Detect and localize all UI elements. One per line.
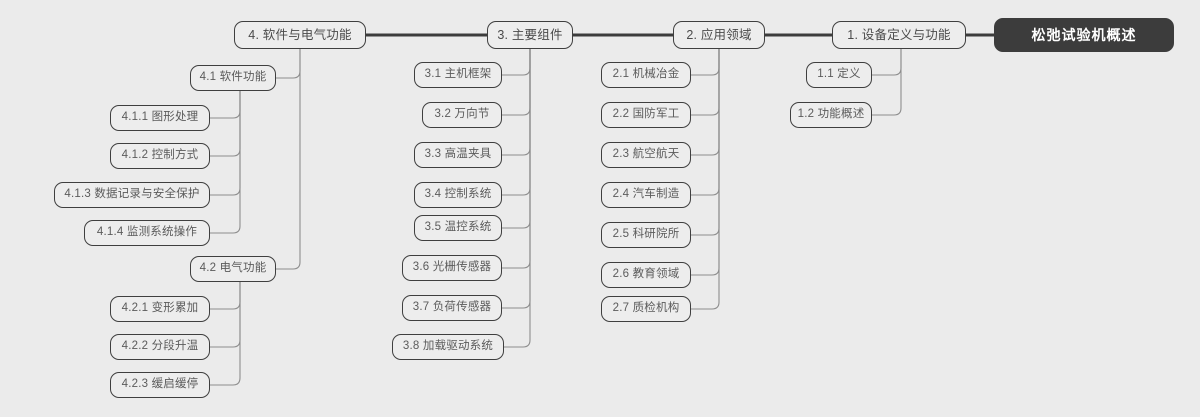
node-3-2[interactable]: 3.2 万向节 [422,102,502,128]
link-3-to-3-3 [502,49,531,156]
link-3-to-3-4 [502,49,531,196]
branch-node-3[interactable]: 3. 主要组件 [487,21,573,49]
link-4-1-to-4-1-1 [210,91,241,119]
branch-node-4[interactable]: 4. 软件与电气功能 [234,21,366,49]
node-4-1-1[interactable]: 4.1.1 图形处理 [110,105,210,131]
link-2-to-2-7 [691,49,720,310]
node-1-1[interactable]: 1.1 定义 [806,62,872,88]
node-3-6[interactable]: 3.6 光栅传感器 [402,255,502,281]
link-4-1-to-4-1-3 [210,91,241,196]
node-3-8[interactable]: 3.8 加载驱动系统 [392,334,504,360]
link-4-to-4-2 [276,49,301,270]
link-3-to-3-7 [502,49,531,309]
link-1-to-1-2 [872,49,902,116]
link-4-2-to-4-2-3 [210,282,241,386]
node-3-3[interactable]: 3.3 高温夹具 [414,142,502,168]
node-3-4[interactable]: 3.4 控制系统 [414,182,502,208]
node-3-5[interactable]: 3.5 温控系统 [414,215,502,241]
link-2-to-2-2 [691,49,720,116]
link-2-to-2-3 [691,49,720,156]
link-2-to-2-5 [691,49,720,236]
link-3-to-3-5 [502,49,531,229]
link-1-to-1-1 [872,49,902,76]
node-4-1-2[interactable]: 4.1.2 控制方式 [110,143,210,169]
link-3-to-3-6 [502,49,531,269]
node-2-1[interactable]: 2.1 机械冶金 [601,62,691,88]
node-4-1[interactable]: 4.1 软件功能 [190,65,276,91]
node-4-2-1[interactable]: 4.2.1 变形累加 [110,296,210,322]
link-2-to-2-4 [691,49,720,196]
link-3-to-3-2 [502,49,531,116]
node-2-5[interactable]: 2.5 科研院所 [601,222,691,248]
root-node[interactable]: 松弛试验机概述 [994,18,1174,52]
link-2-to-2-1 [691,49,720,76]
node-4-2[interactable]: 4.2 电气功能 [190,256,276,282]
link-3-to-3-8 [504,49,531,348]
node-4-1-4[interactable]: 4.1.4 监测系统操作 [84,220,210,246]
link-2-to-2-6 [691,49,720,276]
node-4-1-3[interactable]: 4.1.3 数据记录与安全保护 [54,182,210,208]
node-3-1[interactable]: 3.1 主机框架 [414,62,502,88]
node-4-2-2[interactable]: 4.2.2 分段升温 [110,334,210,360]
node-2-3[interactable]: 2.3 航空航天 [601,142,691,168]
node-4-2-3[interactable]: 4.2.3 缓启缓停 [110,372,210,398]
node-2-2[interactable]: 2.2 国防军工 [601,102,691,128]
link-3-to-3-1 [502,49,531,76]
branch-node-2[interactable]: 2. 应用领域 [673,21,765,49]
branch-node-1[interactable]: 1. 设备定义与功能 [832,21,966,49]
link-4-2-to-4-2-1 [210,282,241,310]
link-4-1-to-4-1-2 [210,91,241,157]
link-4-1-to-4-1-4 [210,91,241,234]
link-4-2-to-4-2-2 [210,282,241,348]
node-3-7[interactable]: 3.7 负荷传感器 [402,295,502,321]
node-1-2[interactable]: 1.2 功能概述 [790,102,872,128]
node-2-4[interactable]: 2.4 汽车制造 [601,182,691,208]
node-2-7[interactable]: 2.7 质检机构 [601,296,691,322]
node-2-6[interactable]: 2.6 教育领域 [601,262,691,288]
link-4-to-4-1 [276,49,301,79]
